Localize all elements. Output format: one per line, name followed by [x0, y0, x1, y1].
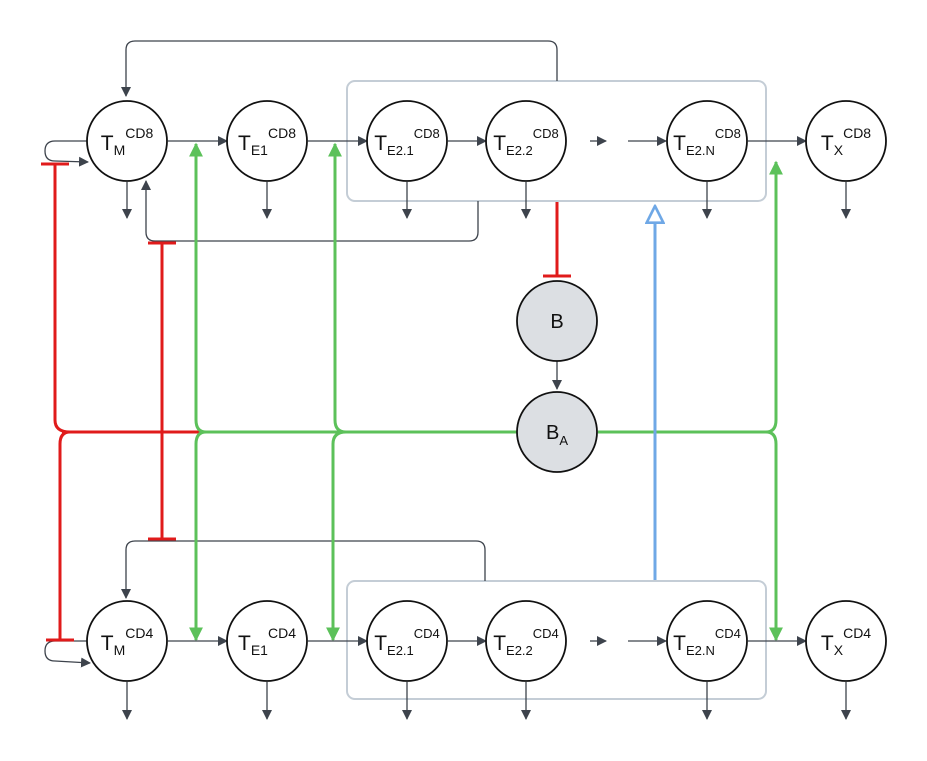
node-te22-cd8: TE2.2CD8	[485, 100, 567, 182]
svg-text:TXCD8: TXCD8	[821, 125, 871, 158]
ba-activates-te1-cd4	[189, 430, 207, 642]
node-tx-cd8: TXCD8	[805, 100, 887, 182]
node-te21-cd8: TE2.1CD8	[366, 100, 448, 182]
svg-text:TE2.NCD4: TE2.NCD4	[673, 626, 741, 658]
svg-text:TMCD4: TMCD4	[101, 625, 154, 658]
svg-text:B: B	[550, 311, 563, 333]
svg-text:TE1CD4: TE1CD4	[238, 625, 296, 658]
node-tx-cd4: TXCD4	[805, 600, 887, 682]
svg-text:TE2.2CD4: TE2.2CD4	[493, 626, 559, 658]
svg-text:TE2.NCD8: TE2.NCD8	[673, 126, 741, 158]
node-te1-cd4: TE1CD4	[226, 600, 308, 682]
ba-activates-te1-cd8	[189, 142, 207, 434]
cd8-group-to-tm-bottom-loop	[141, 180, 479, 242]
ba-inhibits-tm-cd4-lower	[58, 430, 71, 640]
cd4-effector-group-box	[346, 580, 767, 700]
ba-activates-te21-cd4	[326, 430, 347, 642]
svg-text:TMCD8: TMCD8	[101, 125, 154, 158]
node-tm-cd4: TMCD4	[86, 600, 168, 682]
cd4-tm-self-renewal-loop	[44, 640, 91, 668]
node-ba: BA	[516, 391, 598, 473]
ba-inhibits-tm-cd8-upper	[53, 164, 71, 434]
svg-text:TE1CD8: TE1CD8	[238, 125, 296, 158]
cd4-group-to-tm-top-loop	[121, 540, 486, 599]
node-te1-cd8: TE1CD8	[226, 100, 308, 182]
svg-text:TXCD4: TXCD4	[821, 625, 871, 658]
svg-text:BA: BA	[546, 422, 568, 448]
node-te2n-cd4: TE2.NCD4	[666, 600, 748, 682]
node-tm-cd8: TMCD8	[86, 100, 168, 182]
node-b: B	[516, 280, 598, 362]
svg-text:TE2.2CD8: TE2.2CD8	[493, 126, 559, 158]
ba-activates-tx-cd4	[765, 430, 783, 642]
node-te21-cd4: TE2.1CD4	[366, 600, 448, 682]
ba-activates-te21-cd8	[328, 142, 347, 434]
svg-text:TE2.1CD8: TE2.1CD8	[374, 126, 440, 158]
node-te2n-cd8: TE2.NCD8	[666, 100, 748, 182]
cd8-group-to-tm-top-loop	[121, 40, 558, 97]
node-te22-cd4: TE2.2CD4	[485, 600, 567, 682]
svg-text:TE2.1CD4: TE2.1CD4	[374, 626, 440, 658]
ba-activates-tx-cd8	[765, 160, 783, 434]
cd8-tm-self-renewal-loop	[44, 140, 91, 167]
